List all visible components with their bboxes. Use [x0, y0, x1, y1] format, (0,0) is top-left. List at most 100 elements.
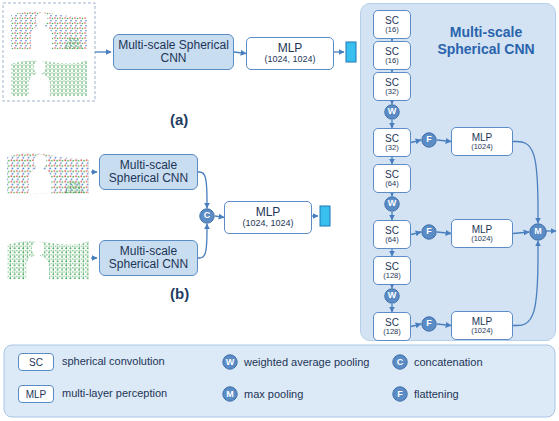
node-label: SC [385, 261, 399, 272]
arrow-connector [391, 157, 392, 164]
node-text-wrap: W [384, 104, 400, 120]
arrow-connector [391, 212, 392, 220]
arrow-connector [391, 39, 392, 41]
circle-shape [223, 387, 237, 401]
conv-box: SC(128) [373, 312, 411, 341]
legend-band [4, 345, 555, 417]
arrow-connector [437, 140, 451, 142]
output-arrow [334, 51, 344, 52]
node-text-wrap: MLP(1024, 1024) [225, 202, 311, 233]
node-label: SC [385, 133, 399, 144]
legend-text: flattening [414, 388, 459, 401]
conv-box: SC(32) [373, 72, 411, 101]
legend-text: max pooling [244, 388, 303, 401]
conv-box: SC(64) [373, 220, 411, 249]
circle-shape [422, 317, 436, 331]
node-text-wrap: SC(16) [374, 11, 410, 38]
legend-symbol: M [222, 386, 238, 402]
arrow-connector [391, 285, 392, 288]
legend-entry: flattening [414, 388, 459, 401]
node-label: C [204, 211, 211, 221]
legend-symbol-text: SC [29, 357, 43, 368]
node-dimension: (32) [385, 144, 398, 152]
legend-symbol: SC [18, 353, 54, 371]
node-dimension: (16) [385, 57, 398, 65]
node-text-wrap: MLP(1024, 1024) [247, 38, 333, 69]
subfigure-label-wrap: (b) [170, 285, 189, 302]
arrow-connector [411, 232, 421, 235]
node-text-wrap: F [421, 316, 437, 332]
arrow-connector [215, 216, 224, 218]
circle-shape [200, 209, 214, 223]
flatten-circle: F [421, 316, 437, 332]
node-label: MLP [256, 206, 281, 219]
subfigure-label: (a) [170, 111, 188, 128]
arrow-connector [234, 52, 246, 54]
subfigure-label: (b) [170, 285, 189, 302]
legend-text: weighted average pooling [244, 356, 369, 369]
node-text-wrap: C [199, 208, 215, 224]
point-cloud-image [11, 60, 87, 96]
arrow-connector [391, 304, 392, 312]
conv-box: SC(16) [373, 10, 411, 39]
node-dimension: (1024, 1024) [242, 219, 293, 229]
node-label: Multi-scale Spherical CNN [100, 159, 197, 185]
arrow-connector [391, 101, 392, 104]
legend-symbol: W [222, 354, 238, 370]
node-label: MLP [278, 42, 303, 55]
conv-box: SC(16) [373, 41, 411, 70]
node-dimension: (64) [385, 180, 398, 188]
circle-shape [223, 355, 237, 369]
arrow-connector [198, 172, 207, 208]
network-box: Multi-scale Spherical CNN [99, 154, 198, 190]
legend-text: spherical convolution [62, 355, 165, 368]
node-label: MLP [472, 132, 493, 143]
arrow-connector [513, 142, 538, 224]
circle-shape [422, 225, 436, 239]
legend-symbol-text: W [226, 357, 235, 367]
legend-entry: spherical convolution [62, 355, 165, 368]
arrow-connector [513, 241, 538, 326]
circle-shape [385, 105, 399, 119]
input-arrow [95, 51, 111, 52]
node-label: W [388, 199, 397, 209]
arrow-connector [513, 232, 529, 234]
flatten-circle: F [421, 132, 437, 148]
node-label: Multi-scale Spherical CNN [100, 245, 197, 271]
circle-shape [385, 289, 399, 303]
conv-box: SC(32) [373, 128, 411, 157]
mlp-box: MLP(1024, 1024) [224, 201, 312, 234]
input-arrow [91, 171, 97, 172]
node-text-wrap: SC(64) [374, 165, 410, 192]
pool-circle: W [384, 196, 400, 212]
legend-entry: concatenation [414, 356, 483, 369]
circle-shape [393, 355, 407, 369]
arrow-connector [411, 324, 421, 327]
node-text-wrap: F [421, 224, 437, 240]
mlp-box: MLP(1024, 1024) [246, 37, 334, 70]
output-vector [346, 42, 356, 62]
node-text-wrap: M [529, 223, 547, 241]
output-vector [320, 206, 330, 226]
legend-text: multi-layer perception [62, 387, 167, 400]
node-text-wrap: SC(64) [374, 221, 410, 248]
output-arrow [546, 230, 556, 231]
node-text-wrap: W [384, 288, 400, 304]
node-dimension: (32) [385, 88, 398, 96]
network-box: Multi-scale Spherical CNN [113, 34, 234, 70]
arrow-connector [391, 120, 392, 128]
node-text-wrap: SC(32) [374, 73, 410, 100]
conv-box: SC(128) [373, 256, 411, 285]
circle-shape [530, 224, 546, 240]
legend-symbol: C [392, 354, 408, 370]
node-text-wrap: SC(32) [374, 129, 410, 156]
subfigure-label-wrap: (a) [170, 111, 188, 128]
node-label: SC [385, 225, 399, 236]
mlp-box: MLP(1024) [451, 127, 513, 156]
input-group-frame [3, 3, 95, 101]
node-text-wrap: MLP(1024) [452, 220, 512, 247]
node-text-wrap: Multi-scale Spherical CNN [114, 35, 233, 69]
flatten-circle: F [421, 224, 437, 240]
concat-circle: C [199, 208, 215, 224]
